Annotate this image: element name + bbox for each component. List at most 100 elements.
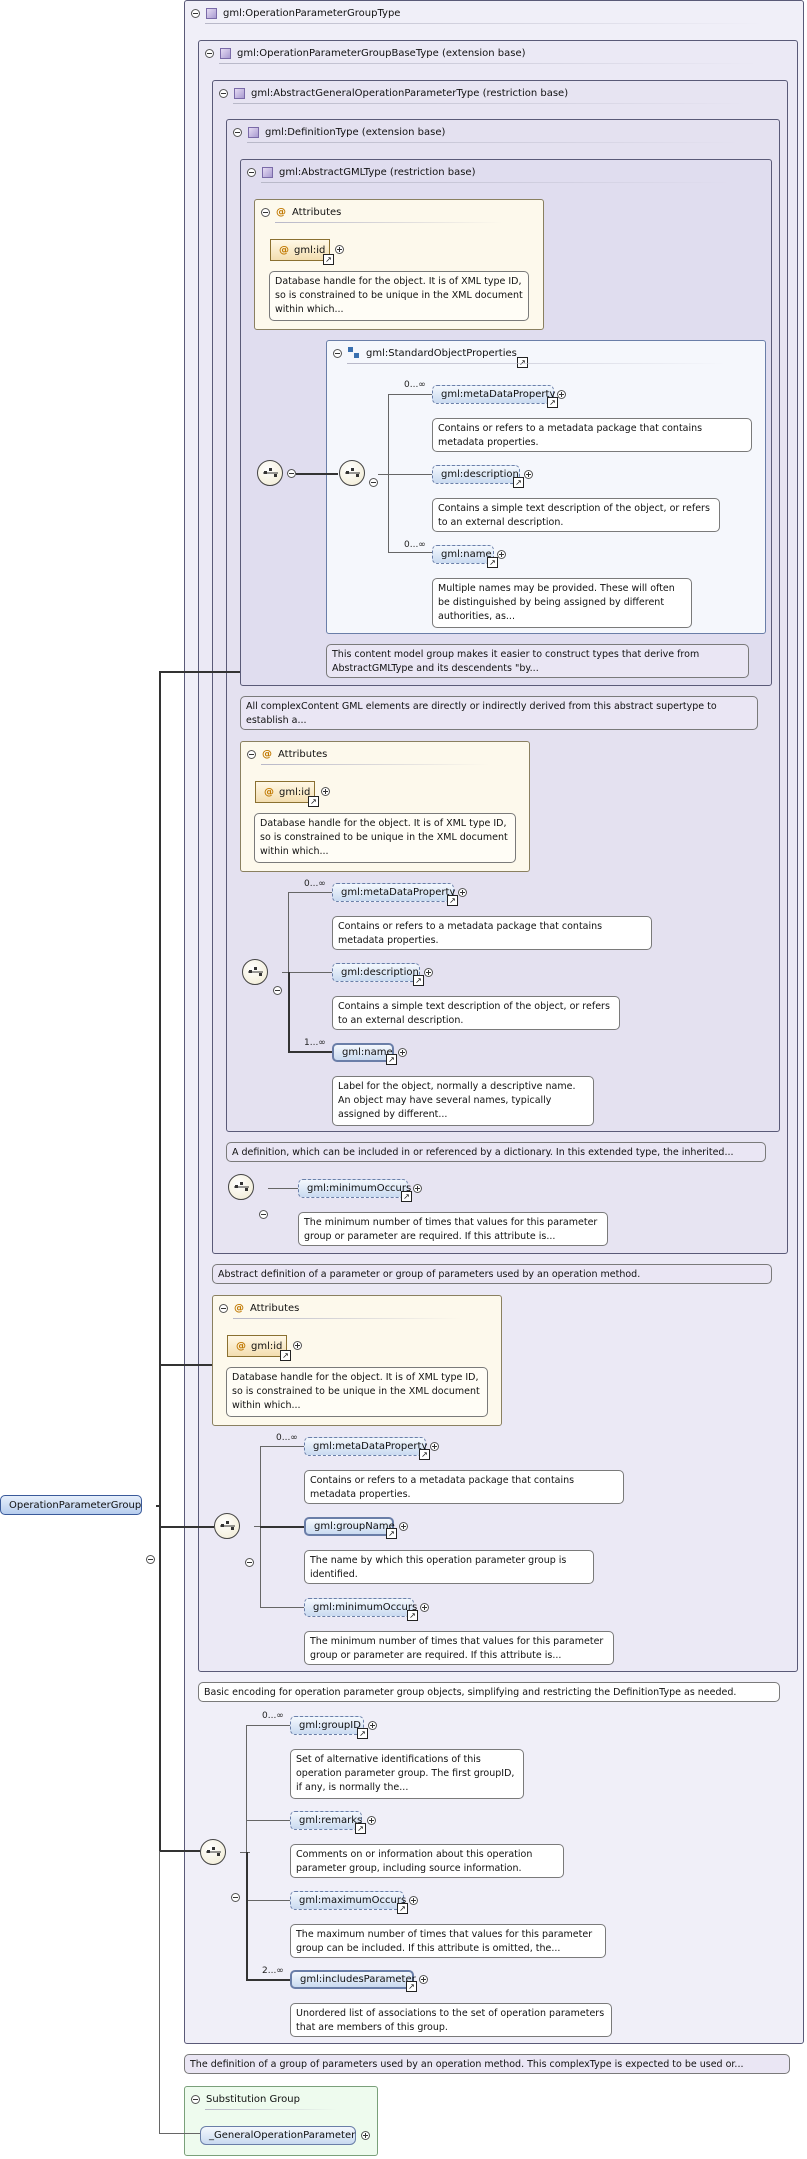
expand-icon[interactable] — [458, 888, 467, 897]
expand-icon[interactable] — [399, 1522, 408, 1531]
maximumoccurs-element[interactable]: gml:maximumOccurs ↗ — [290, 1891, 408, 1914]
expand-icon[interactable] — [368, 1721, 377, 1730]
link-arrow-icon[interactable]: ↗ — [386, 1528, 397, 1539]
element-label: gml:groupName — [314, 1521, 395, 1532]
link-arrow-icon[interactable]: ↗ — [280, 1350, 291, 1361]
metadataproperty-element[interactable]: gml:metaDataProperty ↗ — [332, 883, 458, 906]
expand-icon[interactable] — [497, 550, 506, 559]
general-operation-parameter-element[interactable]: _GeneralOperationParameter — [200, 2126, 356, 2145]
metadataproperty-element[interactable]: gml:metaDataProperty ↗ — [304, 1437, 430, 1460]
link-arrow-icon[interactable]: ↗ — [355, 1823, 366, 1834]
collapse-icon[interactable] — [205, 48, 214, 58]
expand-icon[interactable] — [293, 1341, 302, 1350]
link-arrow-icon[interactable]: ↗ — [413, 975, 424, 986]
remarks-element[interactable]: gml:remarks ↗ — [290, 1811, 366, 1834]
groupname-element[interactable]: gml:groupName ↗ — [304, 1517, 397, 1539]
link-arrow-icon[interactable]: ↗ — [547, 397, 558, 408]
description-element[interactable]: gml:description ↗ — [332, 963, 424, 986]
link-arrow-icon[interactable]: ↗ — [386, 1054, 397, 1065]
expand-icon[interactable] — [524, 470, 533, 479]
link-arrow-icon[interactable]: ↗ — [407, 1610, 418, 1621]
link-arrow-icon[interactable]: ↗ — [308, 796, 319, 807]
link-arrow-icon[interactable]: ↗ — [357, 1728, 368, 1739]
collapse-icon[interactable] — [233, 127, 242, 137]
id-attribute[interactable]: @ gml:id ↗ — [227, 1335, 291, 1361]
collapse-icon[interactable] — [369, 478, 378, 487]
element-label: gml:name — [342, 1047, 393, 1058]
expand-icon[interactable] — [361, 2131, 370, 2140]
collapse-icon[interactable] — [231, 1893, 240, 1902]
abstract-gml-note: All complexContent GML elements are dire… — [240, 696, 758, 730]
expand-icon[interactable] — [335, 245, 344, 254]
element-label: gml:includesParameter — [300, 1974, 416, 1985]
cardinality-label: 0...∞ — [262, 1711, 284, 1721]
link-arrow-icon[interactable]: ↗ — [447, 895, 458, 906]
includesparameter-note: Unordered list of associations to the se… — [290, 2003, 612, 2037]
expand-icon[interactable] — [424, 968, 433, 977]
minimumoccurs-note: The minimum number of times that values … — [298, 1212, 608, 1246]
header-divider — [205, 23, 763, 24]
name-element[interactable]: gml:name ↗ — [332, 1043, 397, 1065]
group-link-arrow-icon[interactable]: ↗ — [517, 357, 528, 368]
includesparameter-element[interactable]: gml:includesParameter ↗ — [290, 1970, 417, 1992]
name-element[interactable]: gml:name ↗ — [432, 545, 498, 568]
collapse-icon[interactable] — [219, 1303, 228, 1313]
expand-icon[interactable] — [409, 1896, 418, 1905]
link-arrow-icon[interactable]: ↗ — [397, 1903, 408, 1914]
minimumoccurs-note: The minimum number of times that values … — [304, 1631, 614, 1665]
expand-icon[interactable] — [413, 1184, 422, 1193]
substitution-header: Substitution Group — [191, 2091, 300, 2107]
collapse-icon[interactable] — [245, 1558, 254, 1567]
id-attribute[interactable]: @ gml:id ↗ — [255, 781, 319, 807]
minimumoccurs-element[interactable]: gml:minimumOccurs ↗ — [298, 1179, 412, 1202]
collapse-icon[interactable] — [287, 469, 296, 478]
element-label: _GeneralOperationParameter — [209, 2130, 356, 2141]
expand-icon[interactable] — [430, 1442, 439, 1451]
id-attribute[interactable]: @ gml:id ↗ — [270, 239, 334, 265]
element-label: OperationParameterGroup — [9, 1499, 142, 1511]
link-arrow-icon[interactable]: ↗ — [419, 1449, 430, 1460]
group-type-note: The definition of a group of parameters … — [184, 2054, 790, 2074]
link-arrow-icon[interactable]: ↗ — [323, 254, 334, 265]
collapse-icon[interactable] — [261, 207, 270, 217]
link-arrow-icon[interactable]: ↗ — [401, 1191, 412, 1202]
metadataproperty-element[interactable]: gml:metaDataProperty ↗ — [432, 385, 558, 408]
header-divider — [205, 2109, 337, 2110]
connector — [388, 394, 432, 395]
operation-parameter-group-root-element[interactable]: OperationParameterGroup — [0, 1495, 142, 1515]
expand-icon[interactable] — [321, 787, 330, 796]
cardinality-label: 0...∞ — [404, 540, 426, 550]
expand-icon[interactable] — [419, 1975, 428, 1984]
minimumoccurs-element[interactable]: gml:minimumOccurs ↗ — [304, 1598, 418, 1621]
collapse-icon[interactable] — [219, 88, 228, 98]
groupid-element[interactable]: gml:groupID ↗ — [290, 1716, 368, 1739]
substitution-group-box: Substitution Group — [184, 2086, 378, 2156]
collapse-icon[interactable] — [146, 1555, 155, 1564]
collapse-icon[interactable] — [333, 348, 342, 358]
expand-icon[interactable] — [367, 1816, 376, 1825]
link-arrow-icon[interactable]: ↗ — [513, 477, 524, 488]
collapse-icon[interactable] — [247, 167, 256, 177]
collapse-icon[interactable] — [259, 1210, 268, 1219]
connector — [260, 1607, 304, 1608]
collapse-icon[interactable] — [247, 749, 256, 759]
collapse-icon[interactable] — [191, 2094, 200, 2104]
connector — [388, 552, 432, 553]
expand-icon[interactable] — [420, 1603, 429, 1612]
link-arrow-icon[interactable]: ↗ — [406, 1981, 417, 1992]
type-label: gml:AbstractGeneralOperationParameterTyp… — [251, 87, 569, 99]
complex-type-icon — [248, 126, 259, 138]
type-header: gml:OperationParameterGroupBaseType (ext… — [205, 45, 526, 61]
link-arrow-icon[interactable]: ↗ — [487, 557, 498, 568]
description-note: Contains a simple text description of th… — [432, 498, 720, 532]
collapse-icon[interactable] — [191, 8, 200, 18]
expand-icon[interactable] — [557, 390, 566, 399]
collapse-icon[interactable] — [273, 986, 282, 995]
element-label: gml:minimumOccurs — [313, 1602, 418, 1613]
sequence-icon — [228, 1174, 254, 1200]
groupid-note: Set of alternative identifications of th… — [290, 1749, 524, 1799]
attributes-label: Attributes — [278, 748, 328, 760]
expand-icon[interactable] — [398, 1048, 407, 1057]
abstract-general-note: Abstract definition of a parameter or gr… — [212, 1264, 772, 1284]
description-element[interactable]: gml:description ↗ — [432, 465, 524, 488]
